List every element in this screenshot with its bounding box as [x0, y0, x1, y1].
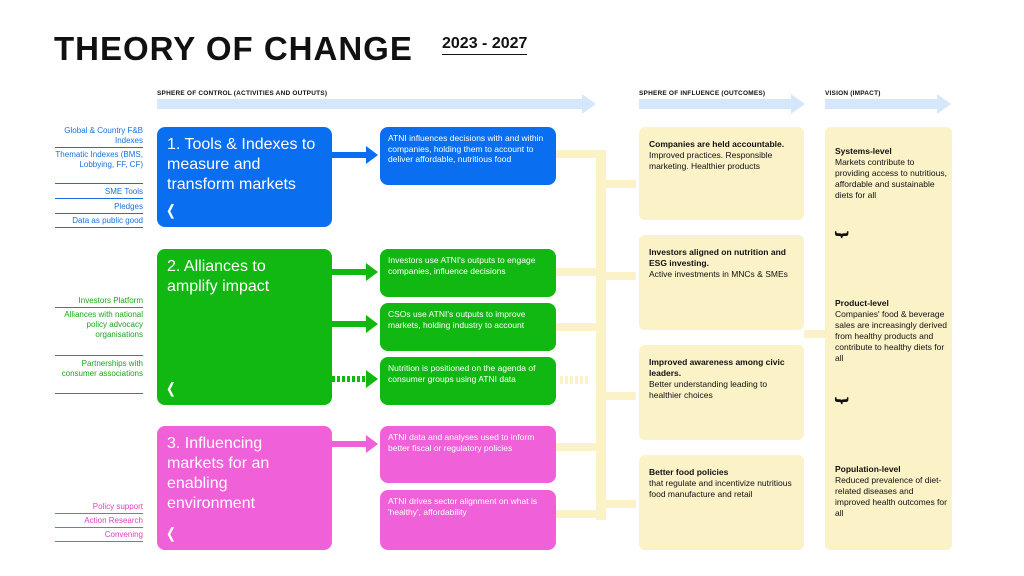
- arrow-green-1-shaft: [332, 269, 368, 275]
- pillar-tools-indexes: 1. Tools & Indexes to measure and transf…: [157, 127, 332, 227]
- output-policies: ATNI data and analyses used to inform be…: [380, 426, 556, 483]
- connector-out-5: [556, 443, 596, 451]
- connector-in-3: [606, 392, 636, 400]
- connector-vertical: [596, 150, 606, 520]
- pillar-title: 3. Influencing markets for an enabling e…: [167, 435, 270, 512]
- page-title: THEORY OF CHANGE: [54, 30, 413, 67]
- outcome-head: Better food policies: [649, 467, 729, 477]
- pillar-title: 2. Alliances to amplify impact: [167, 258, 270, 295]
- output-investors: Investors use ATNI's outputs to engage c…: [380, 249, 556, 297]
- left-label-sme-tools: SME Tools: [55, 187, 143, 199]
- vision-panel: [825, 127, 952, 550]
- outcome-companies-accountable: Companies are held accountable. Improved…: [639, 127, 804, 220]
- sphere-influence-label: SPHERE OF INFLUENCE (OUTCOMES): [639, 90, 766, 97]
- vision-head: Systems-level: [835, 146, 892, 156]
- connector-out-3: [556, 323, 596, 331]
- pillar-alliances: 2. Alliances to amplify impact ❬: [157, 249, 332, 405]
- arrow-green-2-shaft: [332, 321, 368, 327]
- outcome-investors-aligned: Investors aligned on nutrition and ESG i…: [639, 235, 804, 330]
- output-csos: CSOs use ATNI's outputs to improve marke…: [380, 303, 556, 351]
- connector-out-1: [556, 150, 596, 158]
- sphere-control-label: SPHERE OF CONTROL (ACTIVITIES AND OUTPUT…: [157, 90, 328, 97]
- sphere-vision-arrowhead: [937, 94, 951, 114]
- left-label-indexes: Global & Country F&B Indexes: [55, 126, 143, 148]
- sphere-influence-arrow: [639, 99, 791, 109]
- pillar-title: 1. Tools & Indexes to measure and transf…: [167, 136, 316, 193]
- connector-in-1: [606, 180, 636, 188]
- left-label-thematic: Thematic Indexes (BMS, Lobbying, FF, CF): [55, 150, 143, 184]
- left-label-policy-support: Policy support: [55, 502, 143, 514]
- left-label-alliances: Alliances with national policy advocacy …: [55, 310, 143, 356]
- outcome-body: Improved practices. Responsible marketin…: [649, 150, 773, 171]
- left-label-pledges: Pledges: [55, 202, 143, 214]
- vision-population-level: Population-level Reduced prevalence of d…: [835, 464, 947, 519]
- connector-in-2: [606, 272, 636, 280]
- left-label-data-public: Data as public good: [55, 216, 143, 228]
- connector-out-6: [556, 510, 596, 518]
- output-companies-decisions: ATNI influences decisions with and withi…: [380, 127, 556, 185]
- left-label-investors-platform: Investors Platform: [55, 296, 143, 308]
- output-consumer-groups: Nutrition is positioned on the agenda of…: [380, 357, 556, 405]
- vision-head: Population-level: [835, 464, 901, 474]
- outcome-head: Companies are held accountable.: [649, 139, 785, 149]
- outcome-body: that regulate and incentivize nutritious…: [649, 478, 792, 499]
- vision-body: Reduced prevalence of diet-related disea…: [835, 475, 947, 518]
- vision-product-level: Product-level Companies' food & beverage…: [835, 298, 947, 364]
- vision-systems-level: Systems-level Markets contribute to prov…: [835, 146, 947, 201]
- left-label-action-research: Action Research: [55, 516, 143, 528]
- sphere-influence-arrowhead: [791, 94, 805, 114]
- arrow-blue-shaft: [332, 152, 368, 158]
- connector-out-4-dashed: [560, 376, 590, 384]
- connector-in-4: [606, 500, 636, 508]
- outcome-head: Improved awareness among civic leaders.: [649, 357, 785, 378]
- arrow-green-2-head: [366, 315, 378, 333]
- pillar-output-arrows: [332, 146, 378, 453]
- outcome-civic-awareness: Improved awareness among civic leaders. …: [639, 345, 804, 440]
- sphere-control-arrowhead: [582, 94, 596, 114]
- arrow-pink-shaft: [332, 441, 368, 447]
- year-range: 2023 - 2027: [442, 35, 528, 55]
- sphere-vision-label: VISION (IMPACT): [825, 90, 881, 97]
- arrow-green-1-head: [366, 263, 378, 281]
- pillar-influencing-markets: 3. Influencing markets for an enabling e…: [157, 426, 332, 550]
- quote-mark-icon: ❬: [165, 525, 177, 541]
- connector-out-2: [556, 268, 596, 276]
- outcome-food-policies: Better food policies that regulate and i…: [639, 455, 804, 550]
- vision-body: Companies' food & beverage sales are inc…: [835, 309, 947, 363]
- outcome-body: Active investments in MNCs & SMEs: [649, 269, 788, 279]
- arrow-green-3-head: [366, 370, 378, 388]
- output-sector-alignment: ATNI drives sector alignment on what is …: [380, 490, 556, 550]
- quote-mark-icon: ❬: [165, 202, 177, 218]
- sphere-vision-arrow: [825, 99, 937, 109]
- arrow-pink-head: [366, 435, 378, 453]
- chevron-down-icon: ❵: [834, 394, 851, 407]
- sphere-control-arrow: [157, 99, 582, 109]
- outcome-head: Investors aligned on nutrition and ESG i…: [649, 247, 786, 268]
- outcome-body: Better understanding leading to healthie…: [649, 379, 768, 400]
- vision-head: Product-level: [835, 298, 889, 308]
- arrow-blue-head: [366, 146, 378, 164]
- chevron-down-icon: ❵: [834, 228, 851, 241]
- left-label-partnerships: Partnerships with consumer associations: [55, 359, 143, 394]
- connector-outcome-vision: [804, 330, 826, 338]
- quote-mark-icon: ❬: [165, 380, 177, 396]
- vision-body: Markets contribute to providing access t…: [835, 157, 947, 200]
- left-label-convening: Convening: [55, 530, 143, 542]
